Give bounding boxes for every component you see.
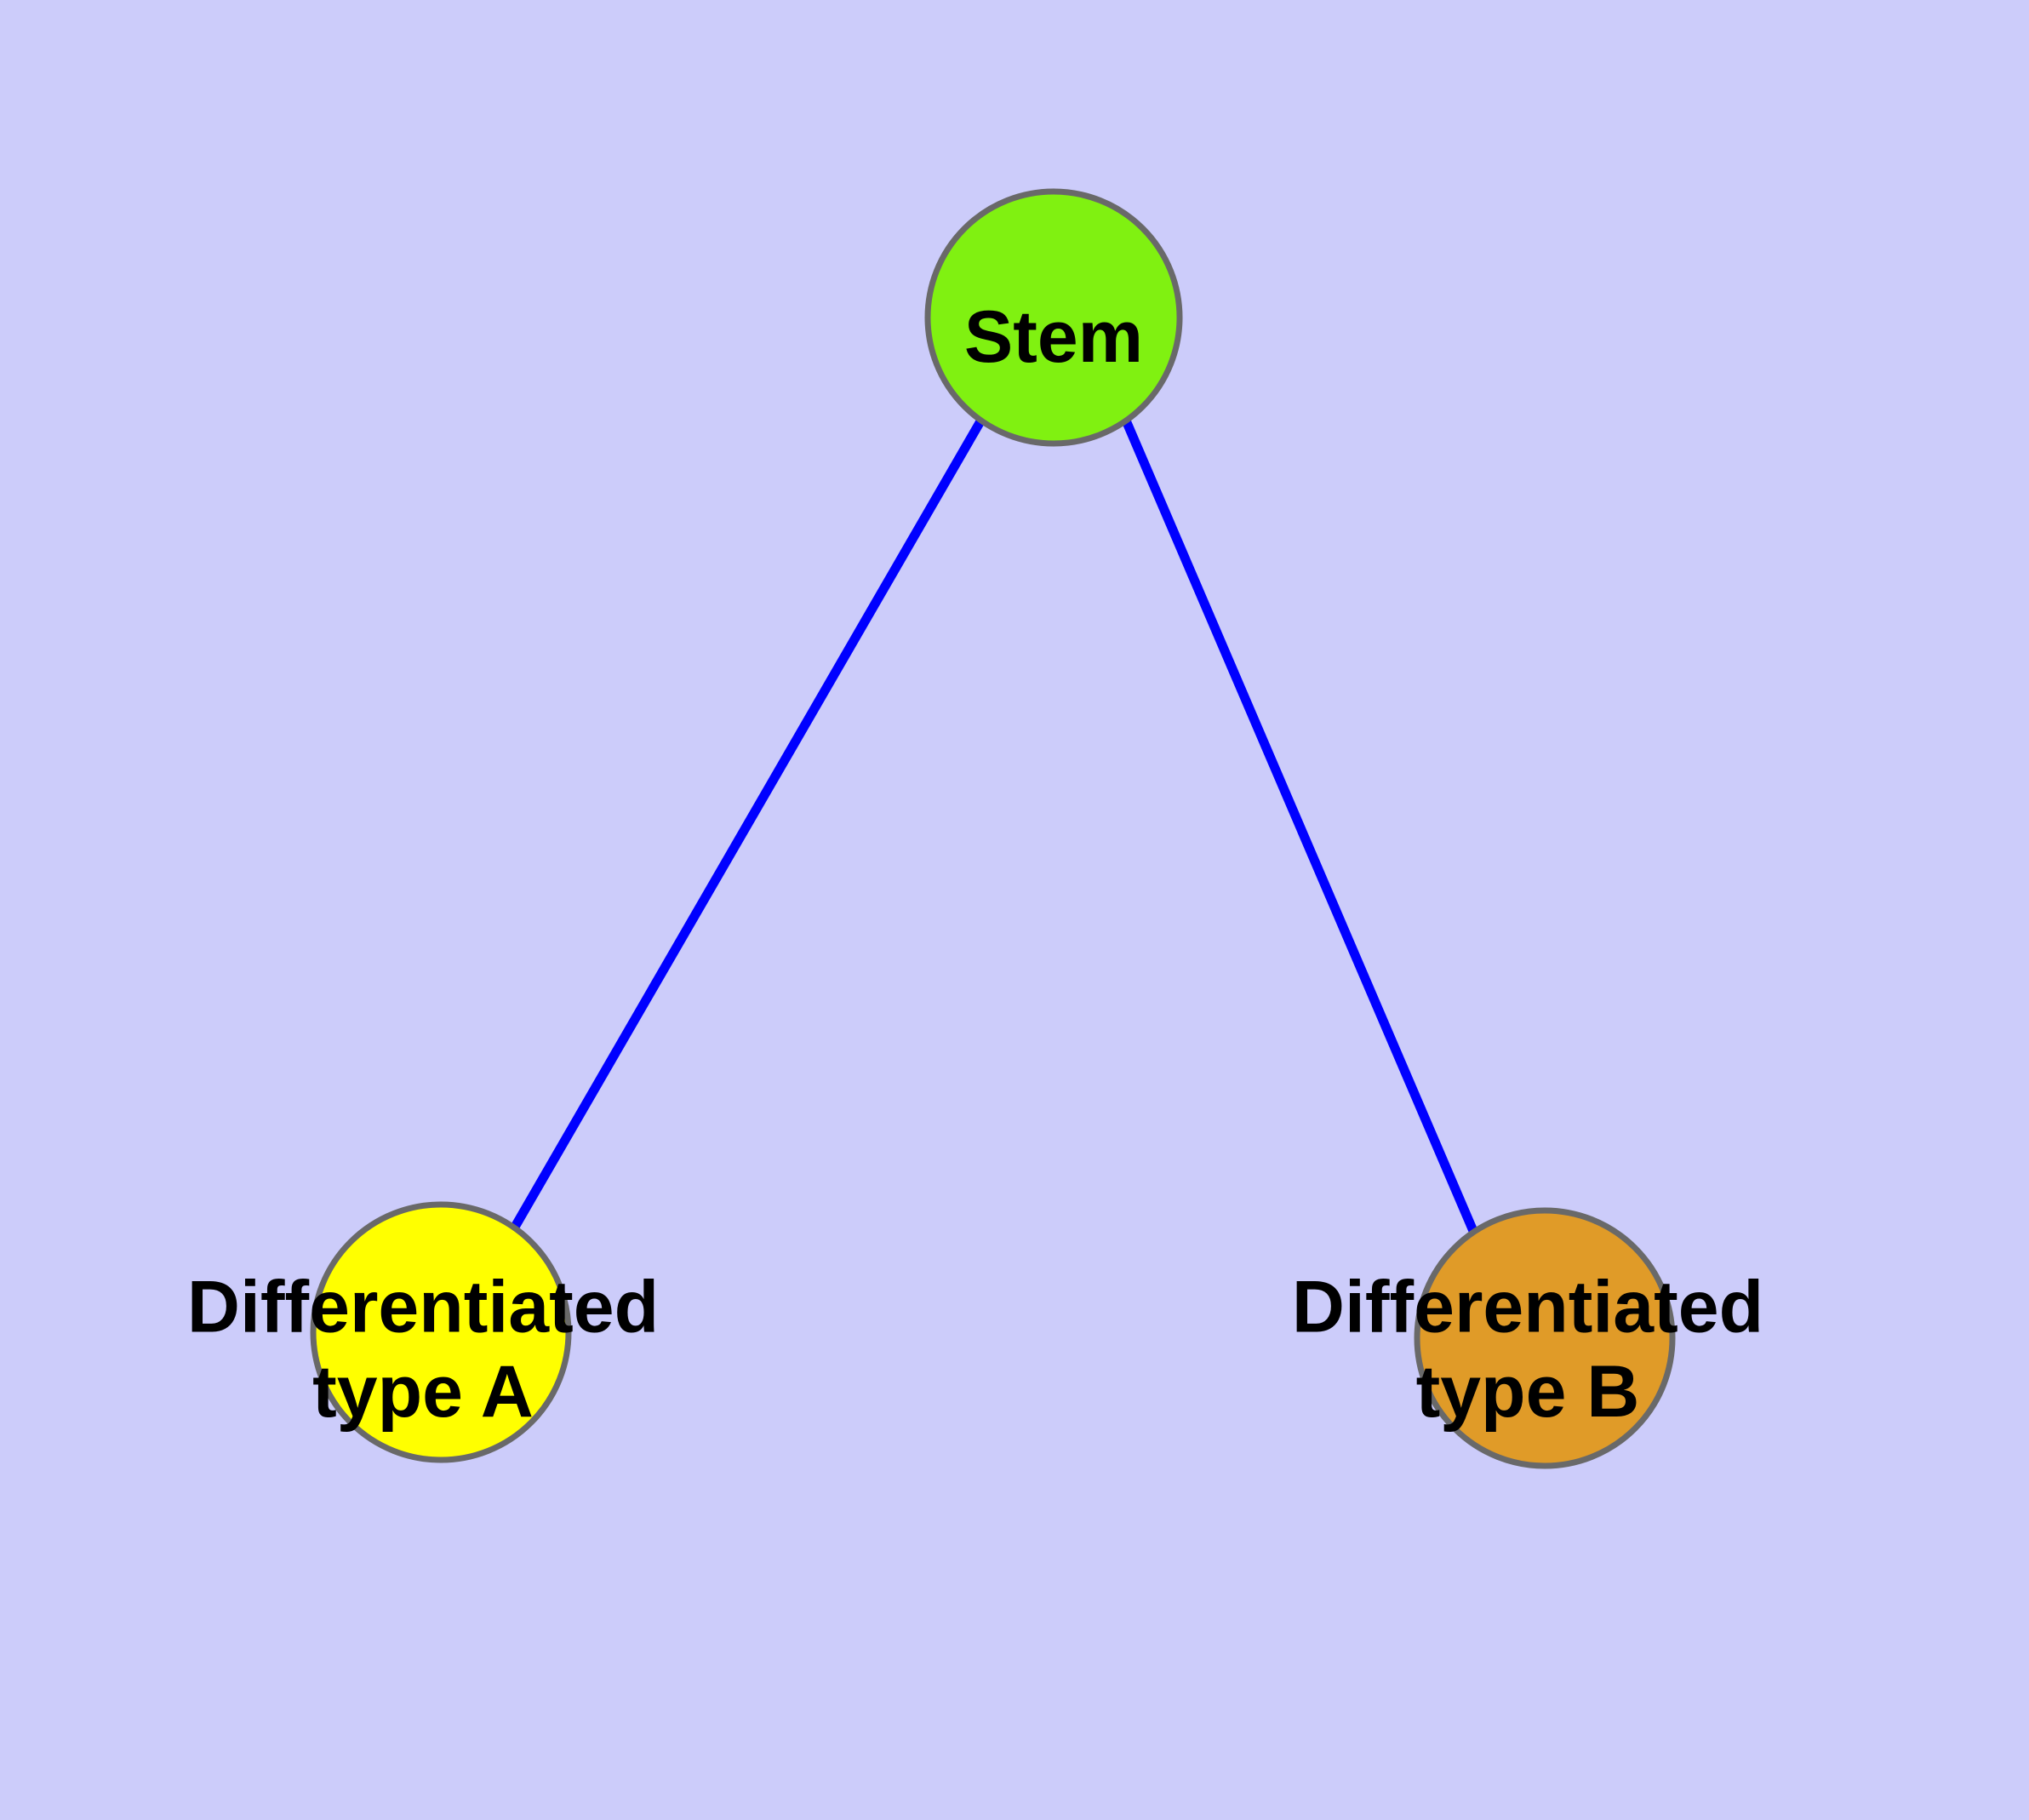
- node-stem[interactable]: Stem: [924, 188, 1183, 447]
- node-label-line: type B: [1416, 1351, 1640, 1433]
- node-circle-diff_b[interactable]: [1414, 1207, 1676, 1469]
- edge-stem-to-diff-a: [510, 419, 985, 1231]
- edge-stem-to-diff-b: [1121, 418, 1478, 1233]
- node-label-line: Differentiated: [1292, 1266, 1763, 1348]
- edges-group: [510, 418, 1478, 1233]
- node-circle-diff_a[interactable]: [310, 1201, 572, 1463]
- node-label-line: Differentiated: [187, 1266, 659, 1348]
- node-label-stem: Stem: [964, 296, 1143, 378]
- node-label-line: Stem: [964, 296, 1143, 378]
- node-label-line: type A: [312, 1351, 534, 1433]
- node-circle-stem[interactable]: [924, 188, 1183, 447]
